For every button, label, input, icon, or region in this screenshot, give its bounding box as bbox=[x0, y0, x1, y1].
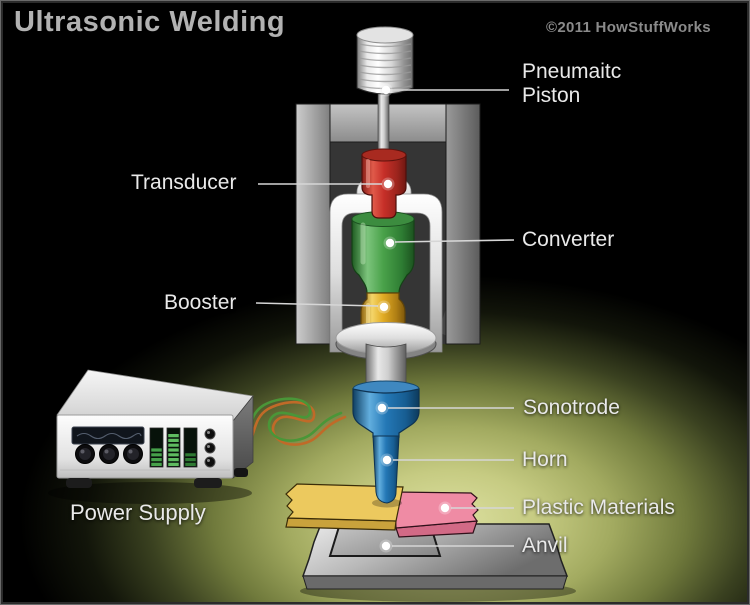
leader-converter bbox=[394, 239, 515, 243]
leader-dots bbox=[375, 83, 452, 553]
psu-buttons bbox=[204, 428, 216, 468]
psu-knob bbox=[75, 444, 95, 464]
converter-part bbox=[351, 211, 415, 294]
sonotrode-part bbox=[352, 380, 420, 438]
anvil-plate-edge bbox=[302, 575, 568, 590]
psu-display bbox=[71, 426, 145, 445]
diagram-title: Ultrasonic Welding bbox=[14, 6, 286, 38]
psu-feet bbox=[66, 468, 248, 488]
housing-left-column bbox=[295, 103, 331, 345]
plastic-sheet-yellow bbox=[285, 483, 404, 531]
psu-top-face bbox=[56, 369, 254, 422]
transducer-top bbox=[361, 148, 407, 162]
transducer-body bbox=[361, 154, 407, 219]
piston-top bbox=[356, 26, 414, 44]
horn-part bbox=[372, 435, 402, 508]
label-transducer: Transducer bbox=[131, 171, 237, 194]
label-converter: Converter bbox=[522, 228, 615, 251]
power-supply-unit bbox=[56, 369, 254, 488]
housing-right-column bbox=[445, 103, 481, 345]
label-pneumatic-piston-line2: Piston bbox=[522, 84, 581, 107]
label-booster: Booster bbox=[164, 291, 237, 314]
psu-display-trace bbox=[76, 432, 142, 440]
sonotrode-body bbox=[352, 388, 420, 438]
psu-knob bbox=[99, 444, 119, 464]
label-sonotrode: Sonotrode bbox=[523, 396, 620, 419]
copyright-notice: ©2011 HowStuffWorks bbox=[546, 19, 711, 36]
cable-strand-orange bbox=[238, 401, 347, 456]
piston-body bbox=[356, 34, 414, 95]
psu-vu-meters bbox=[149, 427, 198, 468]
plastic-sheet-pink bbox=[393, 491, 479, 538]
leader-booster bbox=[255, 302, 379, 307]
label-power-supply: Power Supply bbox=[70, 500, 206, 525]
label-plastic-materials: Plastic Materials bbox=[522, 496, 675, 519]
label-horn: Horn bbox=[522, 448, 568, 471]
yellow-sheet-top bbox=[285, 483, 404, 522]
power-cable bbox=[234, 397, 347, 456]
label-anvil: Anvil bbox=[522, 534, 568, 557]
cable-strand-green bbox=[234, 397, 343, 452]
psu-knob bbox=[123, 444, 143, 464]
piston-rod bbox=[377, 91, 390, 159]
pneumatic-piston-part bbox=[356, 26, 414, 159]
leader-lines bbox=[255, 89, 515, 547]
horn-shaft bbox=[372, 435, 400, 504]
transducer-part bbox=[361, 148, 407, 219]
flange-disc bbox=[335, 322, 437, 360]
pink-sheet-top bbox=[393, 491, 479, 529]
label-pneumatic-piston-line1: Pneumaitc bbox=[522, 60, 622, 83]
